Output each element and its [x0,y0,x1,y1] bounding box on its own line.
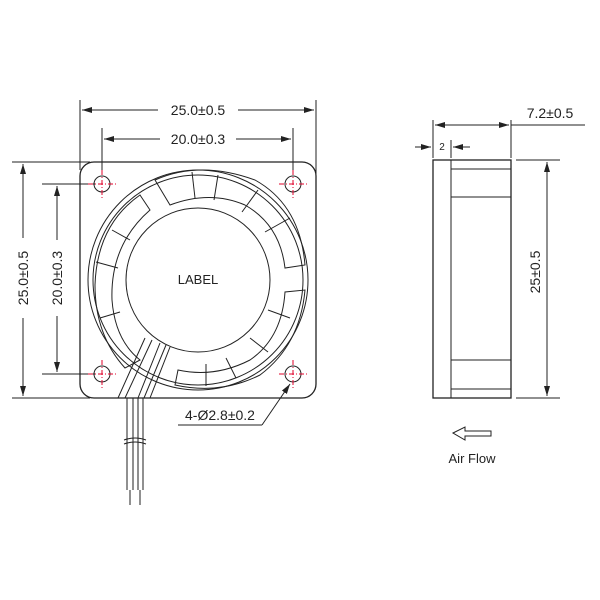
side-body [432,159,512,399]
mounting-hole-bl [88,360,116,388]
mounting-hole-tl [88,170,116,198]
airflow-arrow-icon [451,426,492,441]
overall-width-dim: 25.0±0.5 [171,102,226,118]
lead-wires [123,398,147,505]
wire-channel [117,337,171,399]
side-view: 7.2±0.5 2 25±0.5 Air Flow [415,105,585,466]
thickness-dim: 7.2±0.5 [527,105,574,121]
hole-spacing-height-dim: 20.0±0.3 [49,251,65,306]
airflow-label: Air Flow [449,451,497,466]
front-view: 25.0±0.5 20.0±0.3 25.0±0.5 20.0±0.3 [12,100,317,505]
side-height-dim: 25±0.5 [527,250,543,293]
hole-spacing-width-dim: 20.0±0.3 [171,131,226,147]
fan-frame [79,161,317,399]
hub-label: LABEL [178,272,218,287]
overall-height-dim: 25.0±0.5 [15,251,31,306]
flange-dim: 2 [439,142,445,153]
fan-hub [125,207,271,353]
fan-blades [94,169,306,389]
mounting-hole-br [279,360,307,388]
mounting-hole-tr [279,170,307,198]
hole-callout: 4-Ø2.8±0.2 [178,383,291,426]
hole-callout-text: 4-Ø2.8±0.2 [185,407,255,423]
